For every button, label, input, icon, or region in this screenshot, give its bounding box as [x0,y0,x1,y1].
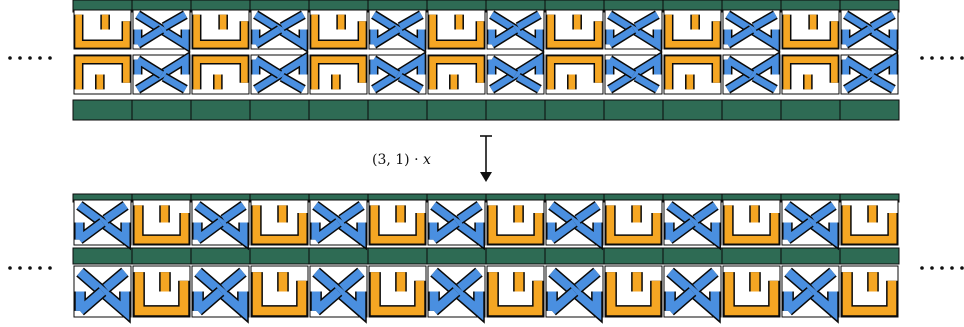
green-strip [780,99,841,121]
green-strip [190,247,251,265]
bracket-tile [191,54,250,95]
bracket-tile [722,265,781,318]
ellipsis-top-right [920,56,964,60]
green-strip [603,247,664,265]
green-strip [485,99,546,121]
green-strip [308,247,369,265]
green-strip [426,247,487,265]
transform-label: (3, 1) · x [372,148,464,172]
bracket-tile [722,199,781,246]
green-strip [839,99,900,121]
bracket-tile [368,265,427,318]
bracket-tile [250,199,309,246]
knot-tile [250,50,309,95]
knot-tile [781,265,840,324]
green-strip [544,99,605,121]
bracket-tile [486,199,545,246]
transform-variable: x [423,152,431,168]
transform-pair: (3, 1) [372,152,410,168]
green-strip [308,99,369,121]
green-strip [839,247,900,265]
green-strip [780,247,841,265]
green-strip [662,247,723,265]
knot-tile [604,9,663,54]
bracket-tile [132,199,191,246]
ellipsis-top-left [8,56,52,60]
bracket-tile [840,265,899,318]
knot-tile [840,9,899,54]
top-frieze-band [72,0,900,121]
bracket-tile [604,265,663,318]
knot-tile [191,265,250,324]
green-strip [72,99,133,121]
bracket-tile [191,9,250,50]
knot-tile [309,265,368,324]
knot-tile [309,199,368,251]
bracket-tile [309,54,368,95]
knot-tile [663,199,722,251]
ellipsis-bottom-left [8,266,52,270]
bracket-tile [368,199,427,246]
knot-tile [781,199,840,251]
knot-tile [368,9,427,54]
knot-tile [191,199,250,251]
knot-tile [73,265,132,324]
knot-tile [722,9,781,54]
green-strip [249,247,310,265]
green-strip [603,99,664,121]
bracket-tile [132,265,191,318]
green-strip [721,99,782,121]
knot-tile [663,265,722,324]
green-strip [662,99,723,121]
transform-operator: · [414,152,419,168]
knot-tile [73,199,132,251]
knot-tile [427,265,486,324]
bottom-frieze-band [72,193,900,324]
green-strip [544,247,605,265]
ellipsis-bottom-right [920,266,964,270]
bracket-tile [781,54,840,95]
bracket-tile [840,199,899,246]
green-strip [131,247,192,265]
knot-tile [604,50,663,95]
knot-tile [486,9,545,54]
bracket-tile [73,54,132,95]
bracket-tile [545,54,604,95]
bracket-tile [250,265,309,318]
knot-tile [486,50,545,95]
knot-tile [840,50,899,95]
bracket-tile [486,265,545,318]
bracket-tile [781,9,840,50]
transform-arrow [480,135,492,182]
knot-tile [132,50,191,95]
bracket-tile [663,9,722,50]
bracket-tile [427,54,486,95]
knot-tile [368,50,427,95]
green-strip [190,99,251,121]
green-strip [72,247,133,265]
bracket-tile [309,9,368,50]
bracket-tile [604,199,663,246]
knot-tile [132,9,191,54]
bracket-tile [427,9,486,50]
green-strip [131,99,192,121]
knot-tile [545,265,604,324]
knot-tile [250,9,309,54]
knot-tile [427,199,486,251]
knot-tile [545,199,604,251]
knot-tile [722,50,781,95]
bracket-tile [73,9,132,50]
green-strip [249,99,310,121]
green-strip [367,99,428,121]
green-strip [367,247,428,265]
bracket-tile [545,9,604,50]
green-strip [485,247,546,265]
green-strip [721,247,782,265]
green-strip [426,99,487,121]
bracket-tile [663,54,722,95]
